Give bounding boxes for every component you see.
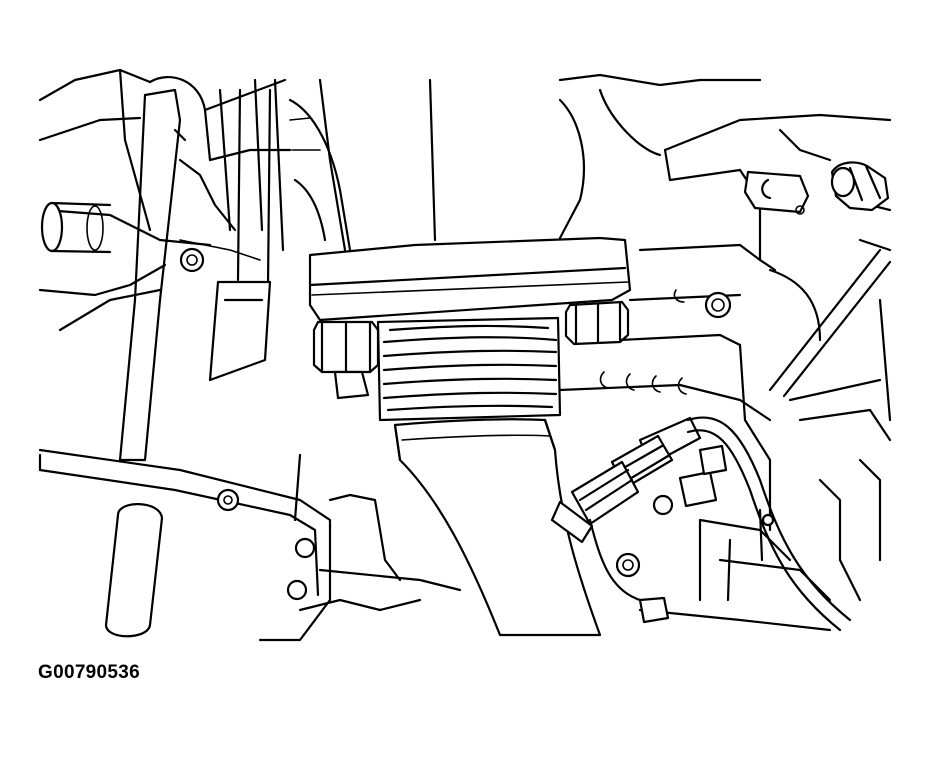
pipe-stub-left xyxy=(40,201,112,254)
bolt-right-upper xyxy=(830,161,890,212)
bolt-manifold xyxy=(704,291,732,319)
oxygen-sensor xyxy=(550,416,702,544)
coolant-tube-left xyxy=(118,88,187,462)
exhaust-flange xyxy=(308,236,632,322)
figure-id-label: G00790536 xyxy=(38,662,141,683)
flange-nut-right xyxy=(564,300,630,346)
flex-bellows xyxy=(376,316,562,422)
manifold-holes-row-top xyxy=(673,289,685,303)
support-strut-right xyxy=(768,248,892,398)
engine-block-left xyxy=(38,68,437,332)
sensor-wire xyxy=(686,416,852,632)
exhaust-pipe xyxy=(393,418,602,637)
flange-nut-left xyxy=(312,320,380,400)
transmission-housing xyxy=(558,73,892,632)
dipstick-tube xyxy=(208,88,272,382)
manifold-holes-row xyxy=(599,371,687,395)
bolt-left-upper xyxy=(179,247,205,273)
manifold-lower-link xyxy=(588,518,732,602)
oil-pan xyxy=(38,448,462,642)
mounting-bracket xyxy=(743,170,810,215)
sensor-mount-bolts xyxy=(615,494,775,624)
sensor-connector xyxy=(678,444,728,508)
